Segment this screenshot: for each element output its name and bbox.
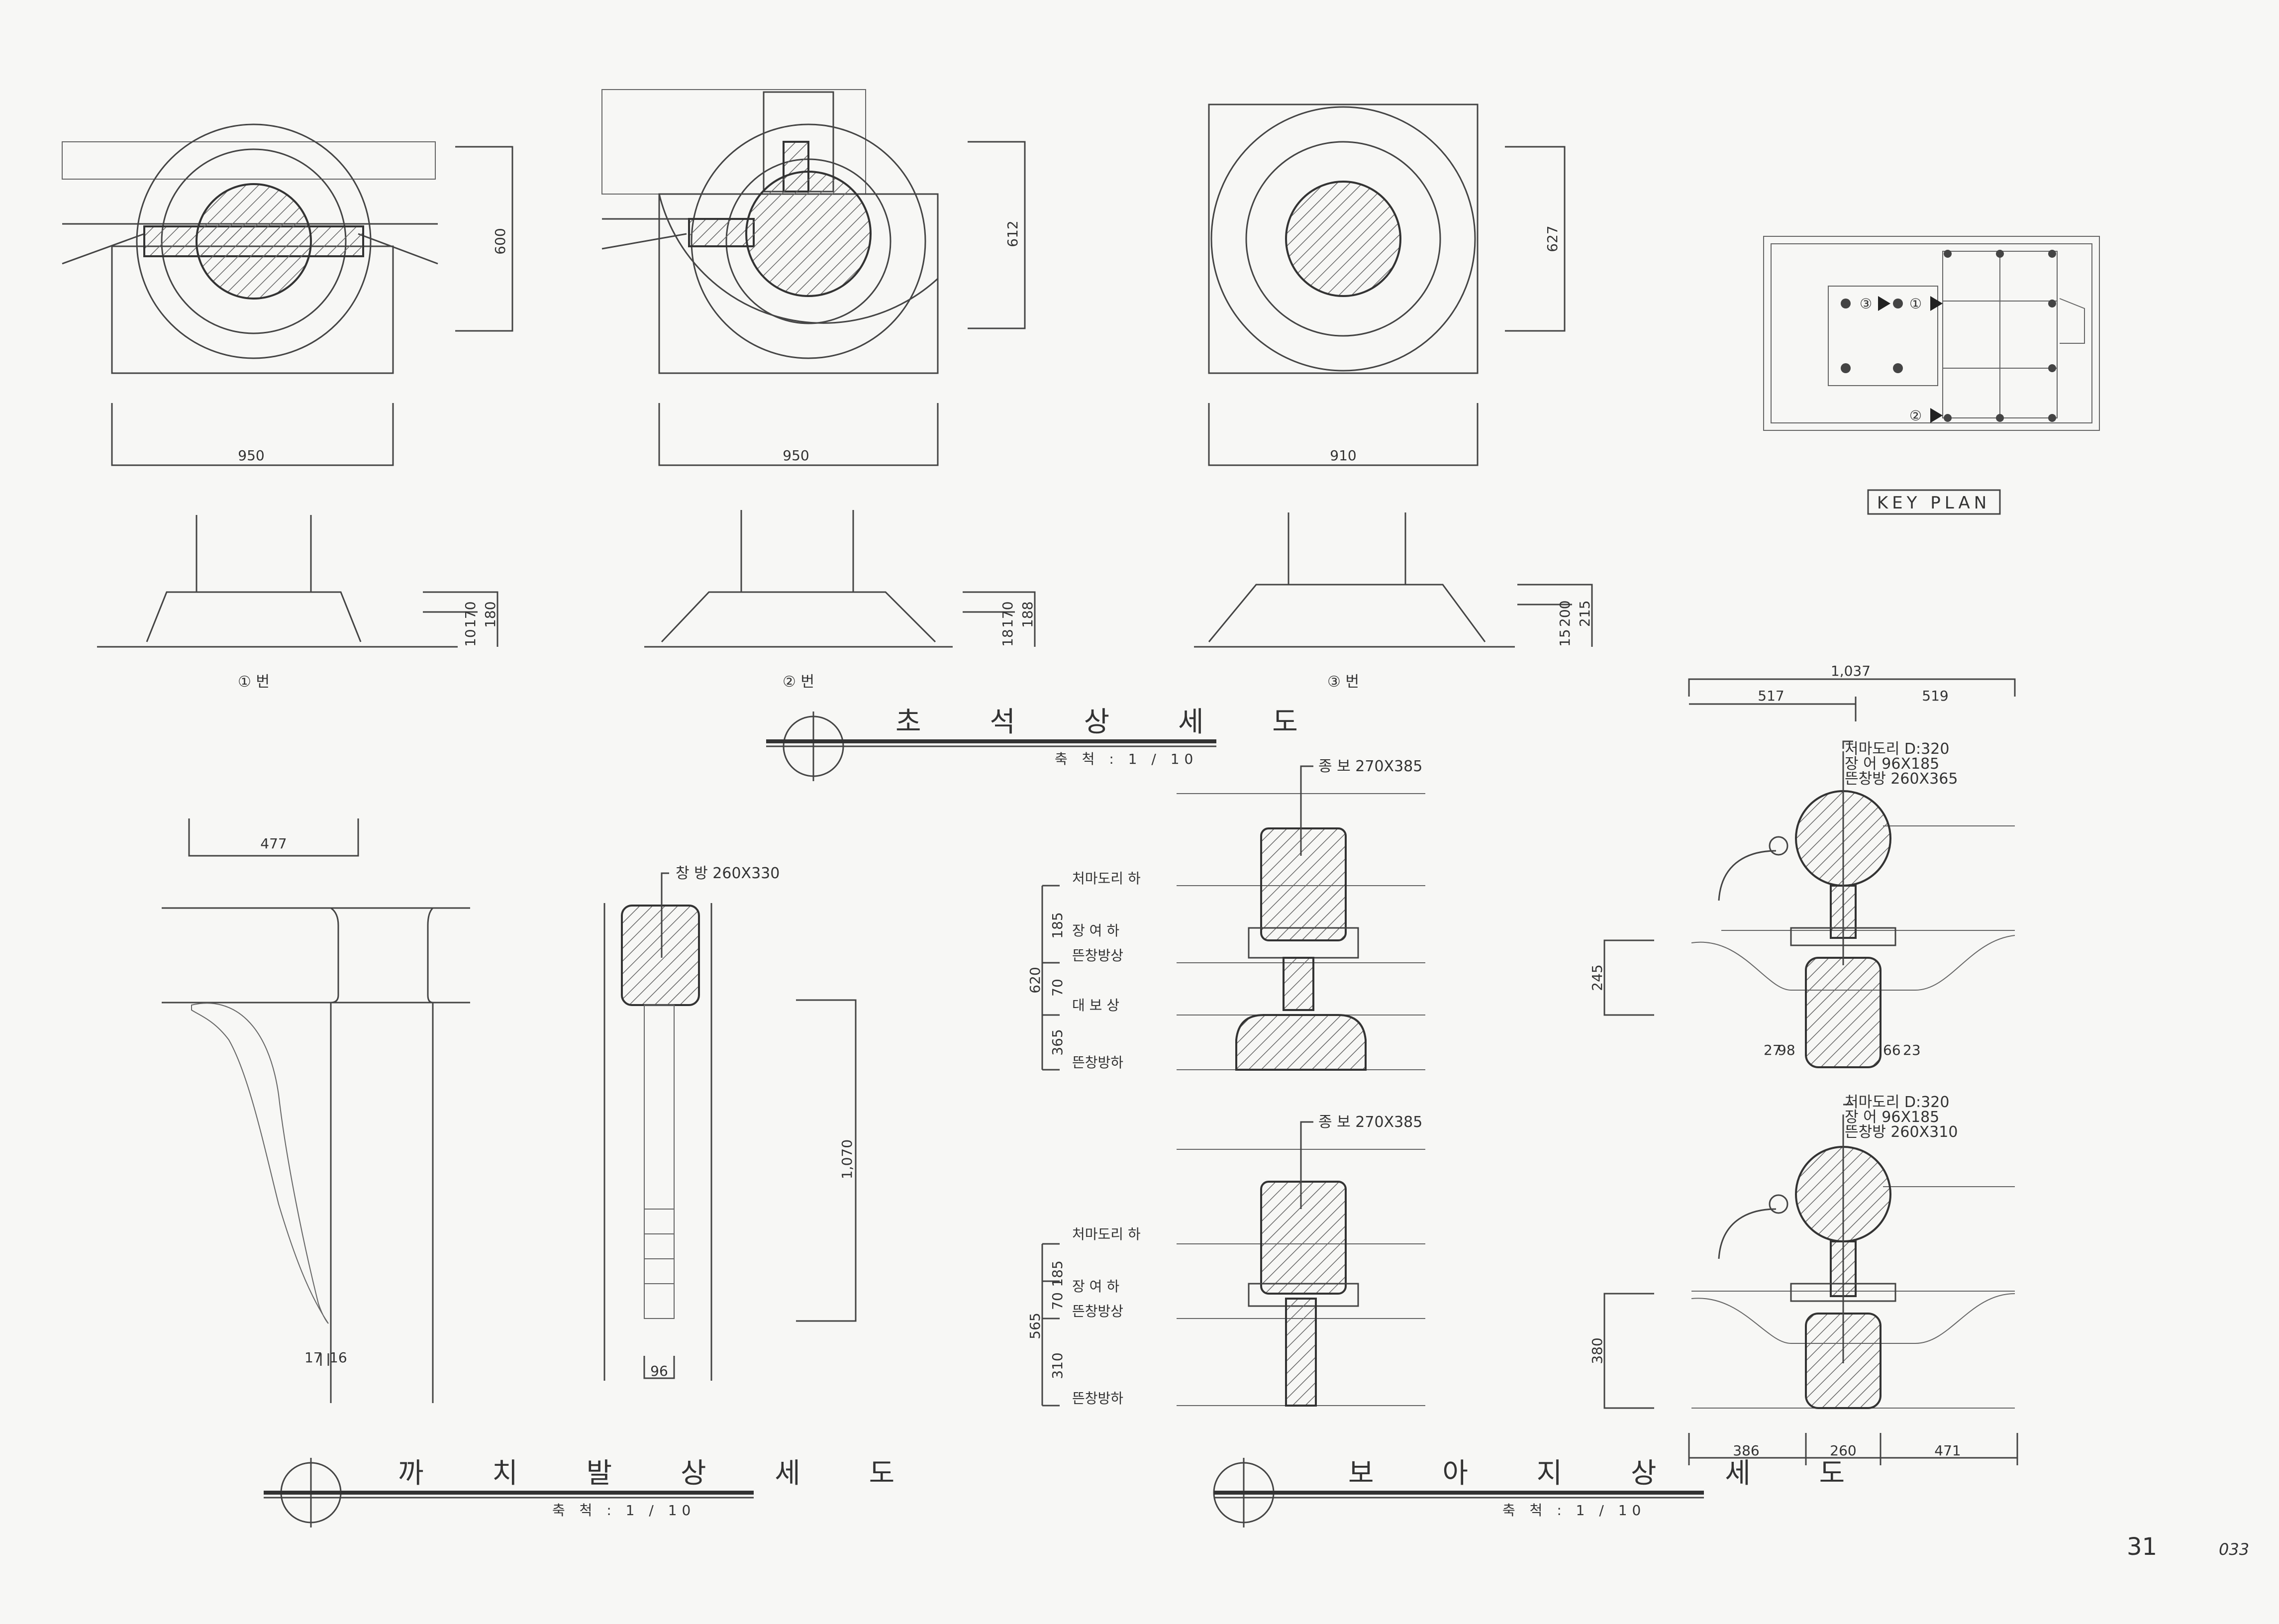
- svg-text:471: 471: [1934, 1442, 1961, 1459]
- svg-text:185: 185: [1049, 912, 1066, 938]
- svg-text:15: 15: [1557, 629, 1573, 647]
- svg-text:장 어 96X185: 장 어 96X185: [1845, 1109, 1939, 1126]
- svg-text:380: 380: [1589, 1337, 1605, 1364]
- svg-text:뜬창방 260X365: 뜬창방 260X365: [1845, 770, 1958, 788]
- svg-text:517: 517: [1758, 688, 1784, 704]
- svg-text:대 보 상: 대 보 상: [1072, 997, 1119, 1014]
- svg-text:장 여 하: 장 여 하: [1072, 922, 1119, 939]
- svg-text:16: 16: [329, 1349, 347, 1366]
- svg-text:310: 310: [1049, 1352, 1066, 1379]
- svg-text:27: 27: [1764, 1042, 1782, 1058]
- svg-text:200: 200: [1557, 601, 1573, 627]
- svg-text:215: 215: [1577, 601, 1593, 627]
- svg-text:18: 18: [999, 629, 1016, 647]
- stone-label-3: ③ 번: [1327, 673, 1359, 691]
- bracket-beam-label: 창 방 260X330: [676, 865, 780, 882]
- sheet-code: 033: [2219, 1540, 2249, 1559]
- svg-text:477: 477: [260, 835, 287, 852]
- svg-text:뜬창방하: 뜬창방하: [1072, 1054, 1123, 1071]
- plan-3-width: 910: [1330, 447, 1356, 464]
- svg-text:170: 170: [999, 602, 1016, 628]
- svg-text:260: 260: [1830, 1442, 1856, 1459]
- plan-2-height: 612: [1004, 220, 1021, 247]
- svg-text:처마도리 D:320: 처마도리 D:320: [1845, 1094, 1949, 1111]
- svg-text:종 보 270X385: 종 보 270X385: [1318, 1114, 1422, 1131]
- plan-3-height: 627: [1544, 225, 1561, 252]
- svg-text:10: 10: [462, 629, 479, 647]
- svg-text:70: 70: [1049, 979, 1066, 997]
- svg-text:170: 170: [462, 602, 479, 628]
- svg-text:70: 70: [1049, 1292, 1066, 1310]
- svg-text:98: 98: [1778, 1042, 1795, 1058]
- svg-text:96: 96: [650, 1363, 668, 1379]
- plan-1-width: 950: [238, 447, 264, 464]
- svg-text:565: 565: [1027, 1313, 1043, 1339]
- page-number: 31: [2127, 1533, 2157, 1561]
- bracket-elevation: 477 17 16: [162, 818, 470, 1403]
- beam-support-title: 보 아 지 상 세 도: [1348, 1457, 1875, 1490]
- bracket-title-block: 까 치 발 상 세 도 축 척 : 1 / 10: [264, 1457, 924, 1527]
- svg-text:뜬창방 260X310: 뜬창방 260X310: [1845, 1123, 1958, 1141]
- svg-text:뜬창방상: 뜬창방상: [1072, 1303, 1123, 1320]
- svg-text:②: ②: [1909, 407, 1922, 424]
- svg-text:뜬창방상: 뜬창방상: [1072, 947, 1123, 964]
- bracket-title: 까 치 발 상 세 도: [398, 1457, 924, 1490]
- svg-text:23: 23: [1903, 1042, 1921, 1058]
- svg-text:처마도리 하: 처마도리 하: [1072, 1226, 1141, 1242]
- beam-support-upper: 종 보 270X385 185 70 365 620 처마도리 하 장 여 하 …: [1027, 758, 1425, 1071]
- bracket-section: 창 방 260X330 96 1,070: [603, 865, 857, 1381]
- svg-text:종 보 270X385: 종 보 270X385: [1318, 758, 1422, 775]
- plan-2-width: 950: [783, 447, 809, 464]
- foundation-scale: 축 척 : 1 / 10: [1055, 751, 1198, 767]
- stone-label-2: ② 번: [783, 673, 814, 691]
- key-plan: ③ ① ② KEY PLAN: [1763, 236, 2100, 515]
- svg-text:①: ①: [1909, 296, 1922, 312]
- beam-support-title-block: 보 아 지 상 세 도 축 척 : 1 / 10: [1213, 1457, 1875, 1527]
- stone-plan-3: 627 910: [1208, 103, 1566, 466]
- elevation-lower: 처마도리 D:320 장 어 96X185 뜬창방 260X310 380 38…: [1589, 1094, 2018, 1465]
- svg-text:처마도리 하: 처마도리 하: [1072, 870, 1141, 887]
- svg-text:17: 17: [304, 1349, 322, 1366]
- svg-text:뜬창방하: 뜬창방하: [1072, 1390, 1123, 1407]
- stone-label-1: ① 번: [238, 673, 270, 691]
- svg-text:365: 365: [1049, 1029, 1066, 1055]
- svg-text:386: 386: [1733, 1442, 1759, 1459]
- stone-elevation-3: 15 200 215 ③ 번: [1194, 512, 1593, 691]
- svg-text:장 여 하: 장 여 하: [1072, 1278, 1119, 1295]
- foundation-title: 초 석 상 세 도: [895, 706, 1328, 738]
- svg-text:188: 188: [1019, 602, 1036, 628]
- svg-text:519: 519: [1922, 688, 1948, 704]
- svg-text:185: 185: [1049, 1260, 1066, 1287]
- bracket-scale: 축 척 : 1 / 10: [552, 1502, 695, 1519]
- svg-text:66: 66: [1883, 1042, 1901, 1058]
- svg-text:③: ③: [1860, 296, 1872, 312]
- svg-text:1,037: 1,037: [1831, 663, 1871, 679]
- stone-plan-2: 612 950: [601, 89, 1026, 466]
- plan-1-height: 600: [492, 228, 508, 254]
- elevation-upper: 1,037 517 519 처마도리 D:320 장 어 96X185 뜬창방 …: [1589, 663, 2016, 1068]
- svg-text:620: 620: [1027, 967, 1043, 993]
- svg-text:1,070: 1,070: [839, 1139, 855, 1179]
- beam-support-scale: 축 척 : 1 / 10: [1502, 1502, 1646, 1519]
- key-plan-label: KEY PLAN: [1877, 493, 1990, 513]
- svg-text:180: 180: [482, 602, 498, 628]
- svg-text:처마도리 D:320: 처마도리 D:320: [1845, 740, 1949, 758]
- foundation-title-block: 초 석 상 세 도 축 척 : 1 / 10: [766, 706, 1328, 781]
- stone-plan-1: 600 950: [62, 123, 513, 466]
- svg-text:245: 245: [1589, 964, 1605, 991]
- stone-elevation-2: 18 170 188 ② 번: [644, 510, 1036, 691]
- beam-support-lower: 종 보 270X385 185 70 310 565 처마도리 하 장 여 하 …: [1027, 1114, 1425, 1407]
- stone-elevation-1: 10 170 180 ① 번: [97, 515, 498, 691]
- svg-text:장 어 96X185: 장 어 96X185: [1845, 755, 1939, 773]
